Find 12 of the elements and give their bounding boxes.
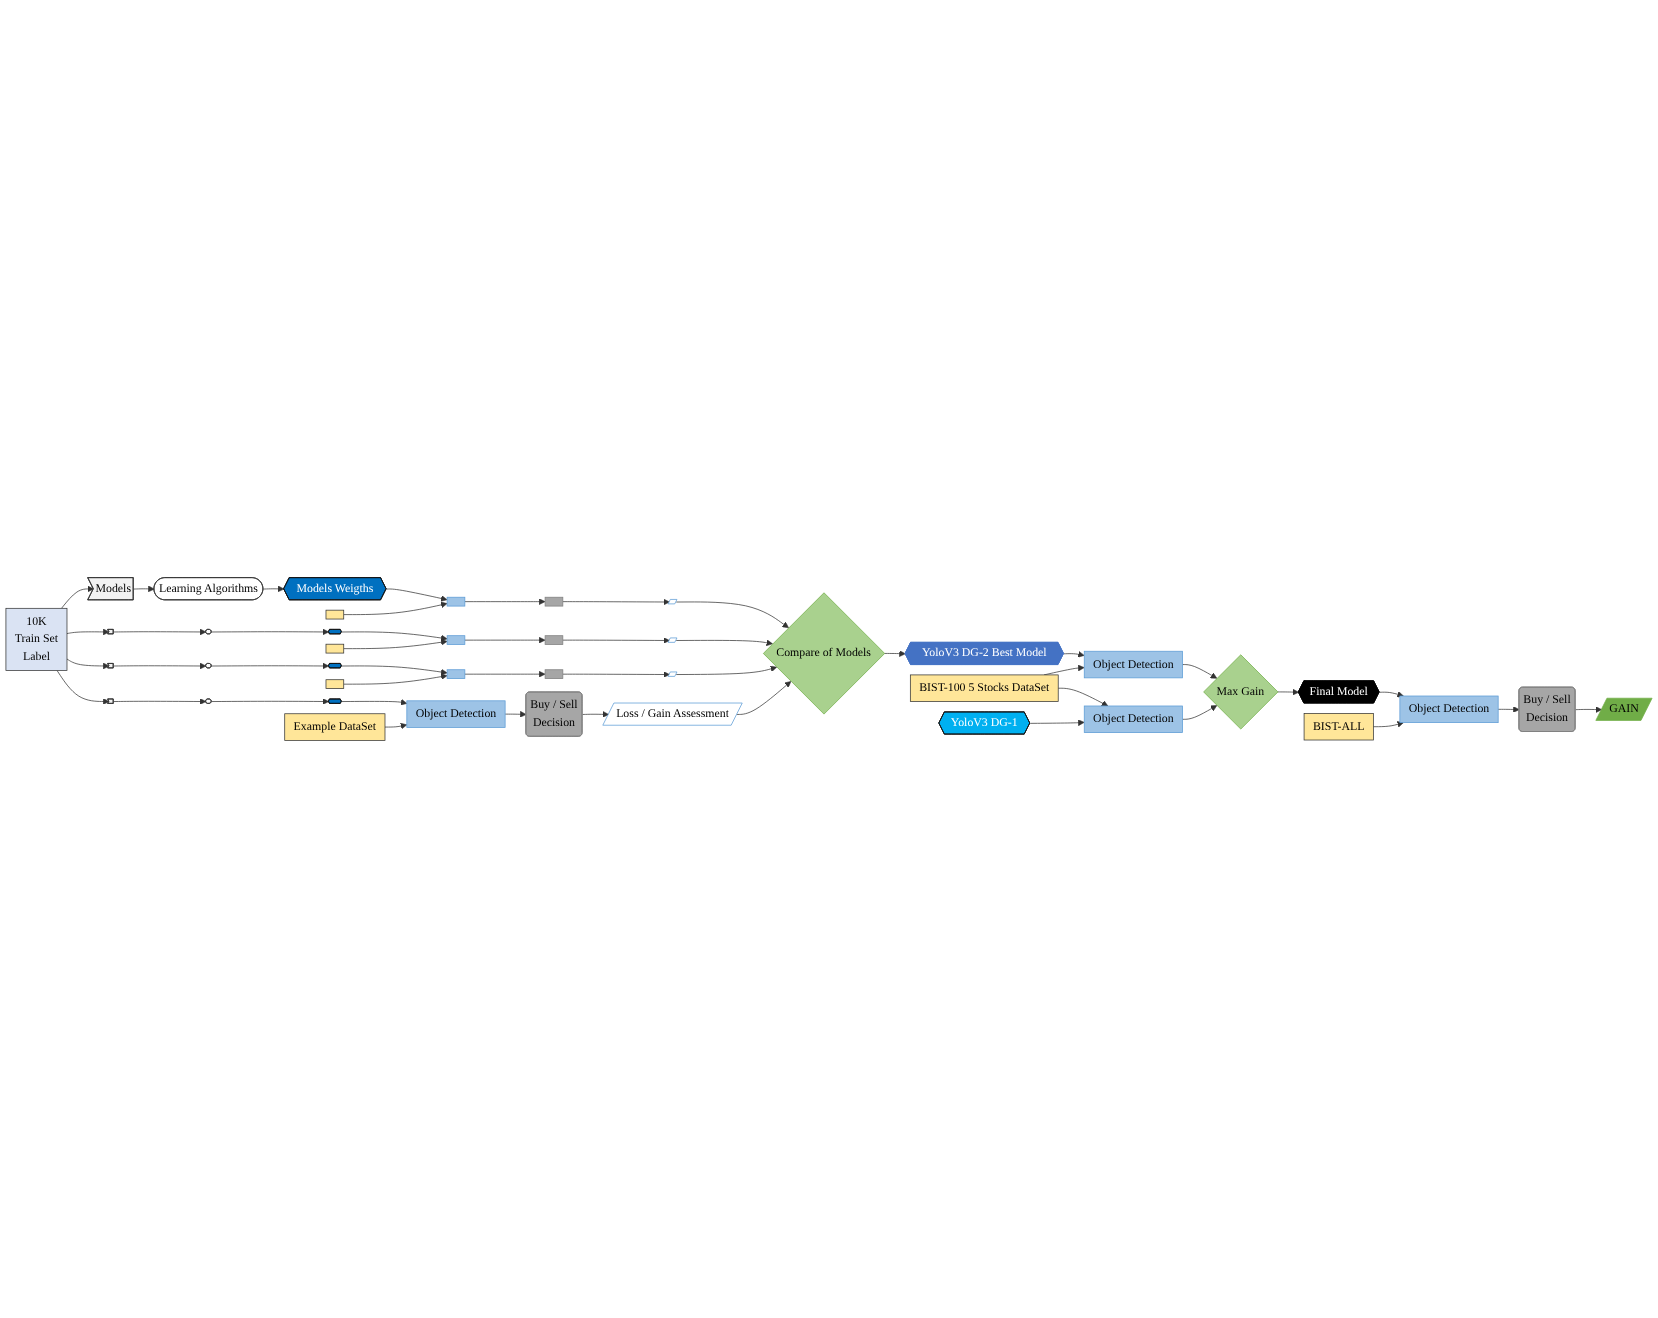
- node-box: [446, 596, 466, 607]
- node-box: [325, 643, 345, 654]
- node-box: [544, 596, 564, 607]
- node-box: [446, 635, 466, 645]
- node-parallelogram: [667, 671, 678, 677]
- node-parallelogram: [667, 599, 678, 605]
- node-box: [544, 635, 564, 645]
- node-box: [325, 679, 345, 689]
- node-box: [325, 609, 345, 620]
- node-box: [446, 669, 466, 679]
- node-box: [544, 669, 564, 679]
- node-parallelogram: [667, 637, 678, 643]
